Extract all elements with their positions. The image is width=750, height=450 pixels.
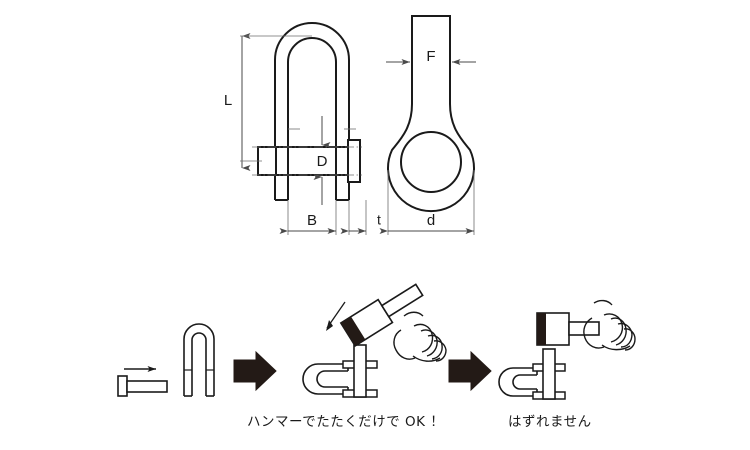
dimension-label-t: t — [377, 212, 381, 228]
dimension-label-d: d — [427, 212, 435, 229]
caption-hammer-ok: ハンマーでたたくだけで OK ！ — [247, 414, 445, 430]
step3-shackle-outer — [498, 367, 537, 397]
step-hammer — [302, 283, 447, 398]
loose-pin-shaft — [126, 380, 168, 393]
dimension-label-F: F — [426, 48, 435, 65]
flow-arrow-1 — [233, 350, 277, 392]
shackle-inner-contour — [287, 37, 337, 200]
step3-shackle-inner — [512, 374, 537, 390]
hammer-striking-face — [340, 316, 366, 346]
dimension-label-D: D — [317, 153, 328, 170]
flow-arrow-2 — [448, 350, 492, 392]
step-insert-pin — [117, 323, 215, 397]
step-secured — [498, 299, 636, 400]
pin-shaft — [275, 146, 349, 176]
loose-pin-head — [117, 375, 128, 397]
flow-arrow-1-shape — [233, 350, 277, 392]
dimension-label-L: L — [224, 92, 232, 109]
hand-grip — [393, 311, 447, 362]
step3-vertical-pin — [542, 348, 556, 400]
hammer-head — [339, 283, 424, 347]
shackle-side-view: F d — [379, 15, 476, 235]
side-view-eye-hole — [400, 131, 462, 193]
dimension-label-B: B — [307, 212, 317, 229]
step2-shackle-inner — [316, 370, 348, 388]
shackle-outer-contour — [274, 22, 350, 200]
u-shackle-outer — [183, 323, 215, 396]
step2-shackle-outer — [302, 363, 348, 395]
pin-tail — [347, 139, 361, 183]
step3-hand-grip — [583, 299, 636, 351]
impact-arrow-head — [326, 320, 333, 331]
caption-not-come-off: はずれません — [508, 414, 592, 430]
flow-arrow-2-shape — [448, 350, 492, 392]
step2-vertical-pin — [353, 344, 367, 398]
hammer-handle — [380, 283, 424, 318]
shackle-front-view: L D B t — [224, 22, 381, 235]
u-shackle-inner — [191, 332, 207, 396]
step3-hammer-striking-face — [537, 313, 546, 345]
